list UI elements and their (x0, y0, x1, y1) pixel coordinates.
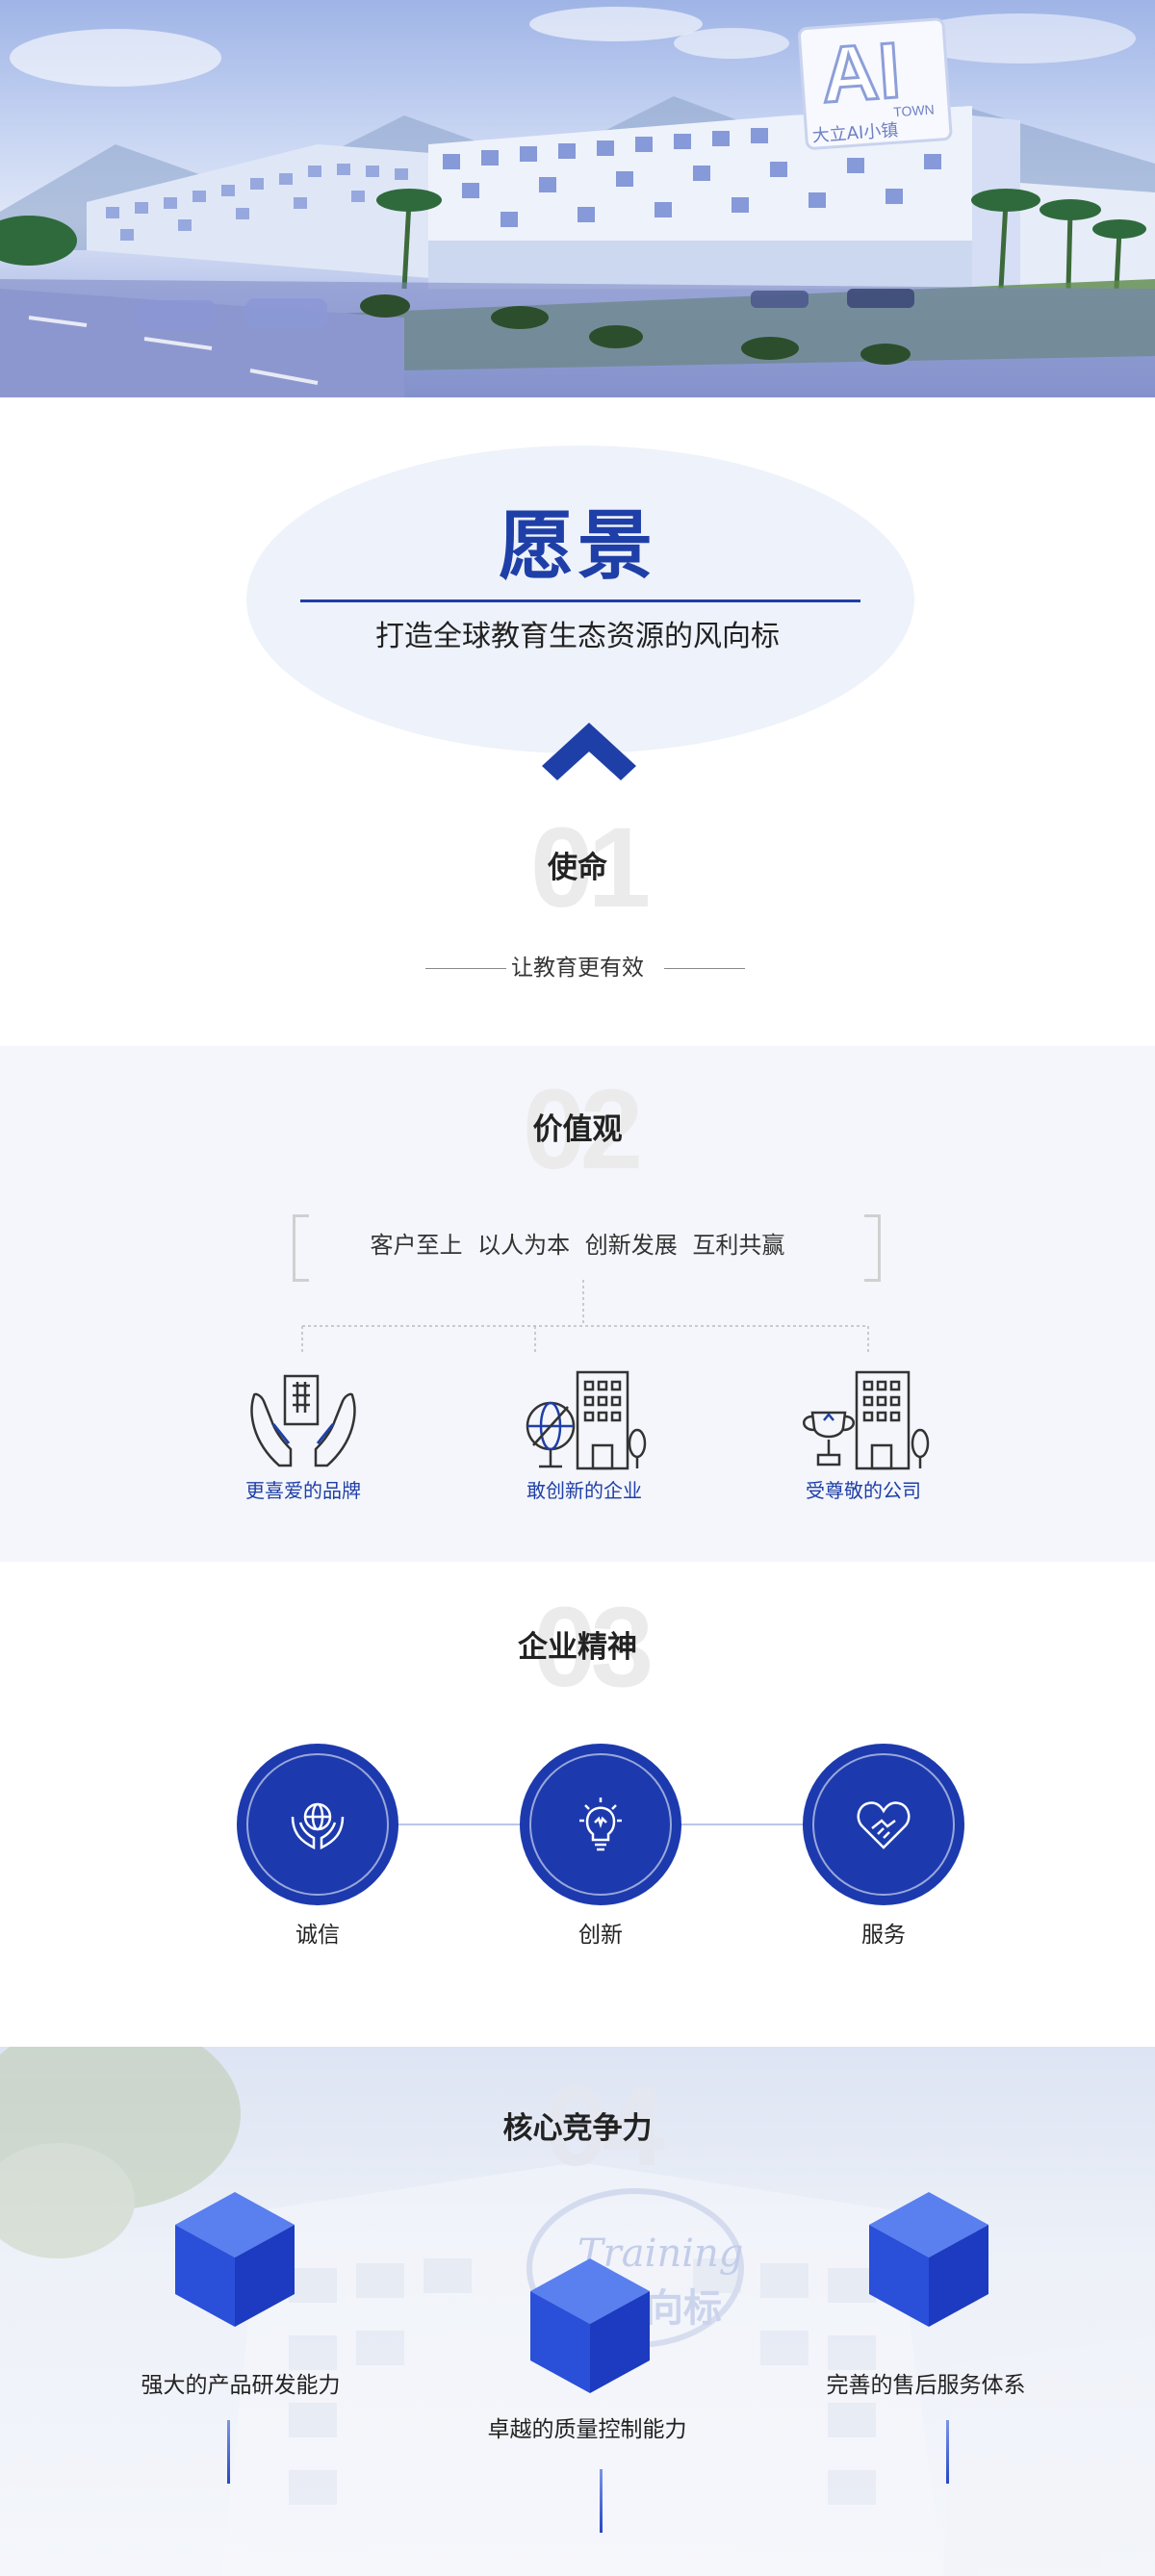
values-section (0, 1046, 1155, 1562)
spirit-connector-line (680, 1824, 803, 1825)
trophy-building-icon (803, 1370, 930, 1470)
spirit-circle-integrity (237, 1744, 398, 1905)
left-bracket (293, 1214, 309, 1282)
value-item-label: 受尊敬的公司 (806, 1479, 921, 1502)
value-item-label: 更喜爱的品牌 (245, 1479, 361, 1502)
spirit-connector-line (397, 1824, 520, 1825)
sign-town-text: TOWN (893, 101, 936, 119)
spirit-label: 诚信 (295, 1923, 340, 1948)
core-number: 04 (545, 2063, 665, 2190)
core-item-label: 完善的售后服务体系 (826, 2373, 1026, 2398)
vision-title: 愿景 (498, 503, 656, 590)
right-bracket (864, 1214, 881, 1282)
values-number: 02 (523, 1066, 643, 1193)
spirit-circle-innovation (520, 1744, 681, 1905)
values-title: 价值观 (532, 1112, 623, 1147)
handshake-heart-icon (857, 1801, 911, 1849)
chevron-up-icon (542, 723, 636, 780)
mission-subtitle: 让教育更有效 (511, 956, 644, 981)
globe-hands-icon (291, 1802, 345, 1850)
core-indicator-bar (946, 2420, 949, 2484)
mission-right-line (664, 968, 745, 969)
mission-title: 使命 (548, 851, 607, 885)
core-title: 核心竞争力 (502, 2111, 653, 2146)
spirit-label: 服务 (861, 1923, 906, 1948)
values-statement: 客户至上 以人为本 创新发展 互利共赢 (370, 1232, 785, 1259)
hands-building-icon (250, 1374, 356, 1467)
spirit-circle-service (803, 1744, 964, 1905)
core-indicator-bar (227, 2420, 230, 2484)
core-indicator-bar (600, 2469, 603, 2533)
globe-building-icon (526, 1370, 647, 1470)
core-section: Training 风向标 (0, 2047, 1155, 2576)
spirit-label: 创新 (578, 1923, 623, 1948)
cube-icon (530, 2258, 650, 2393)
cube-icon (175, 2192, 295, 2327)
value-item-label: 敢创新的企业 (526, 1479, 642, 1502)
core-item-label: 卓越的质量控制能力 (487, 2417, 687, 2442)
values-connector-lines (301, 1280, 869, 1352)
vision-divider (300, 599, 860, 602)
cube-icon (869, 2192, 988, 2327)
mission-number: 01 (530, 804, 651, 931)
hero-banner: AI TOWN 大立AI小镇 (0, 0, 1155, 397)
spirit-number: 03 (533, 1584, 654, 1711)
sign-logo-text: AI (818, 27, 903, 119)
lightbulb-icon (579, 1798, 622, 1851)
spirit-title: 企业精神 (518, 1630, 637, 1665)
vision-subtitle: 打造全球教育生态资源的风向标 (375, 620, 780, 653)
mission-left-line (425, 968, 506, 969)
campus-building-illustration: AI TOWN 大立AI小镇 (0, 7, 1155, 397)
core-item-label: 强大的产品研发能力 (141, 2373, 341, 2398)
faded-building-background: Training 风向标 (0, 2047, 1155, 2576)
